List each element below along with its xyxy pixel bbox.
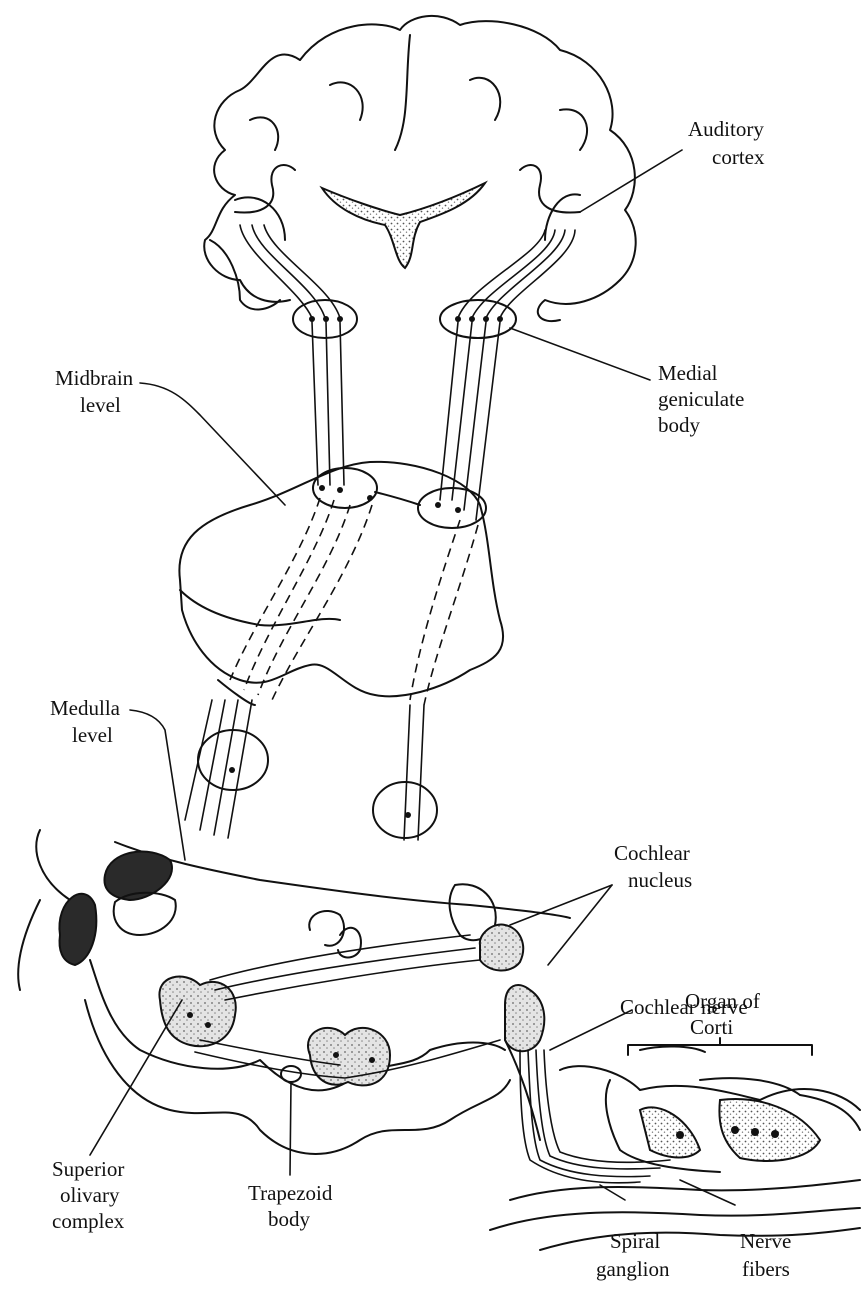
- label-medial-geniculate-body: Medial geniculate body: [658, 361, 750, 437]
- label-midbrain-level: Midbrain level: [55, 366, 138, 417]
- medulla-upper: [185, 680, 437, 840]
- label-cochlear-nucleus: Cochlear nucleus: [614, 841, 695, 892]
- brain-coronal-section: [204, 16, 635, 321]
- leader-lines: [90, 150, 735, 1205]
- label-nerve-fibers: Nerve fibers: [740, 1229, 797, 1281]
- medulla-section: [18, 830, 570, 1154]
- midbrain-section: [179, 462, 503, 705]
- label-medulla-level: Medulla level: [50, 696, 125, 747]
- medial-geniculate-right: [440, 300, 516, 338]
- label-auditory-cortex: Auditory cortex: [688, 117, 769, 169]
- label-superior-olivary-complex: Superior olivary complex: [52, 1157, 130, 1233]
- label-trapezoid-body: Trapezoid body: [248, 1181, 338, 1231]
